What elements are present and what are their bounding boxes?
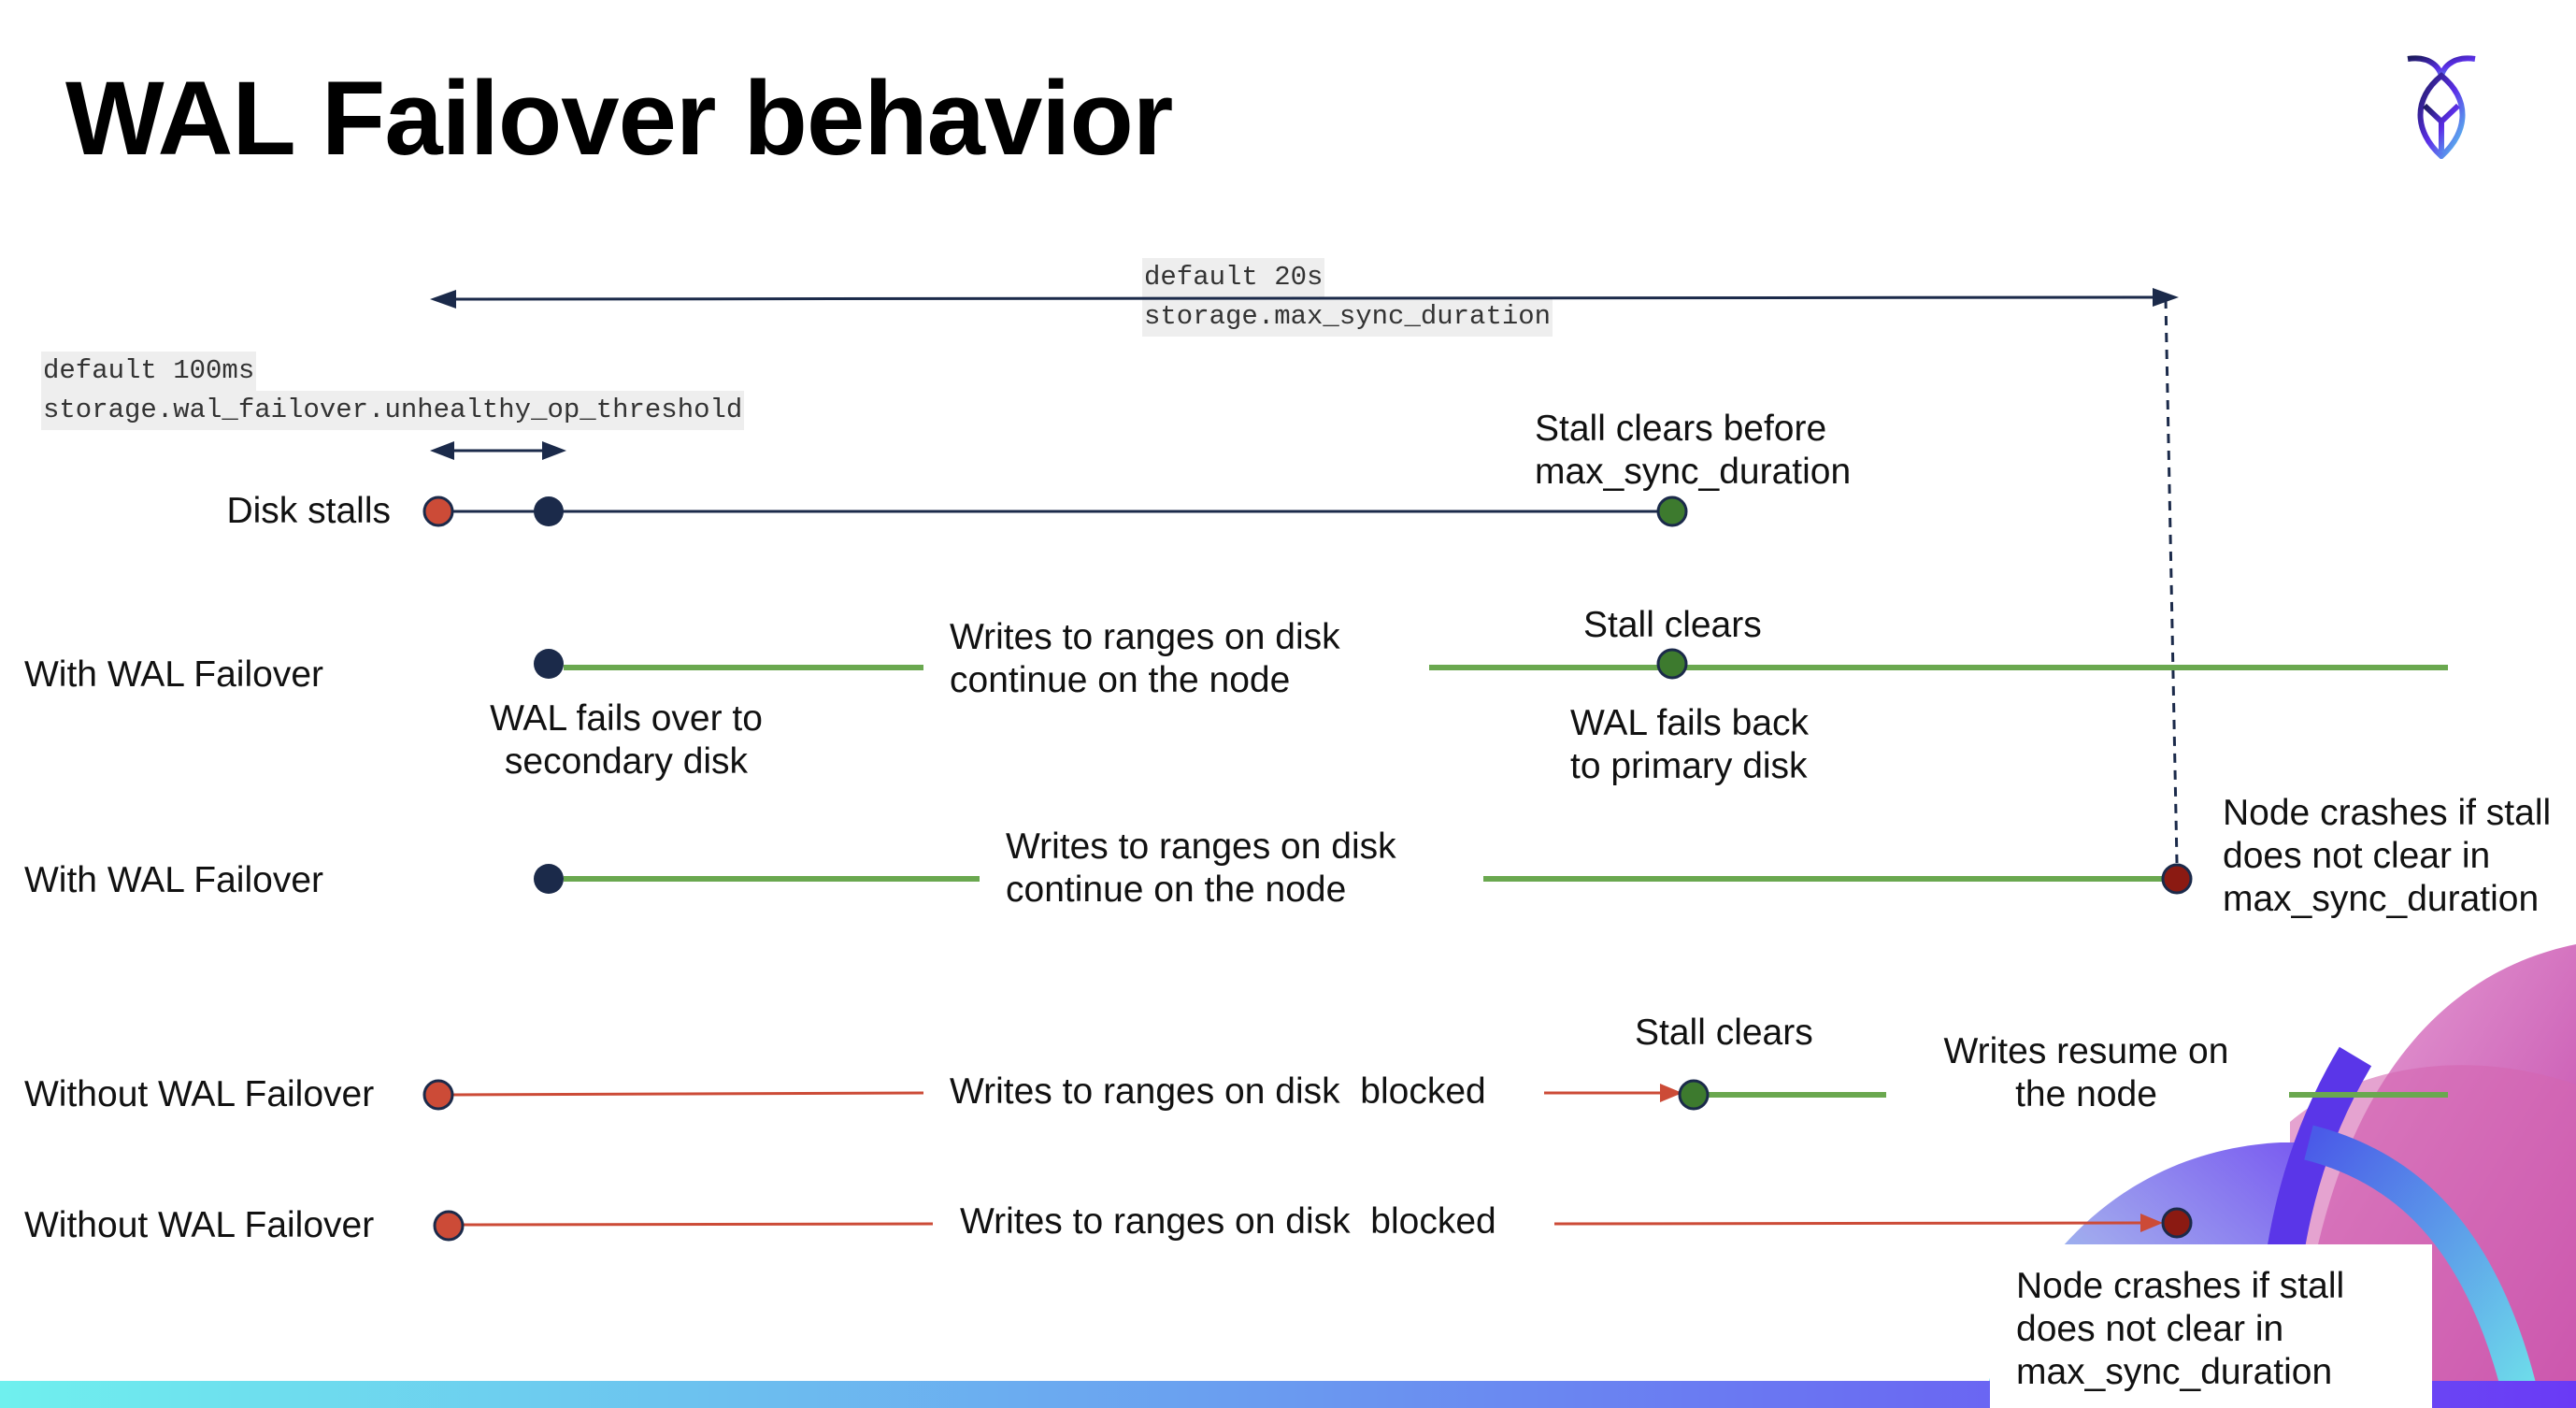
- text-line: WAL fails back: [1570, 703, 1810, 743]
- wal-fails-back-text: WAL fails back to primary disk: [1570, 702, 1809, 788]
- max-sync-duration-arrow: [430, 288, 2179, 309]
- stall-clears-label: Stall clears: [1583, 605, 1762, 645]
- note-line: Stall clears before: [1535, 409, 1827, 449]
- writes-blocked-line: [463, 1222, 934, 1227]
- text-line: max_sync_duration: [2016, 1352, 2333, 1392]
- text-line: to primary disk: [1570, 746, 1808, 786]
- text-line: Writes to ranges on disk: [950, 617, 1340, 657]
- writes-blocked-text: Writes to ranges on disk blocked: [960, 1201, 1496, 1242]
- writes-blocked-line: [451, 1091, 924, 1097]
- cockroachdb-logo-icon: [2407, 55, 2476, 159]
- max-sync-setting: default 20s storage.max_sync_duration: [1142, 258, 1553, 337]
- blocked-arrow: [1553, 1221, 2147, 1226]
- text-line: WAL fails over to: [490, 698, 763, 739]
- text-line: continue on the node: [1006, 869, 1347, 910]
- page-title: WAL Failover behavior: [65, 60, 1173, 177]
- stall-clears-before-note: Stall clears before max_sync_duration: [1535, 408, 1851, 494]
- max-sync-name: storage.max_sync_duration: [1142, 297, 1553, 337]
- row-label-without-failover: Without WAL Failover: [24, 1205, 375, 1245]
- text-line: Writes resume on: [1943, 1031, 2229, 1071]
- node-crash-dot: [2161, 1207, 2193, 1239]
- note-background: [1990, 1244, 2432, 1408]
- text-line: Node crashes if stall: [2016, 1266, 2345, 1306]
- stall-start-dot: [422, 496, 454, 527]
- stall-clears-dot: [1678, 1079, 1710, 1111]
- wal-fails-over-text: WAL fails over to secondary disk: [439, 697, 813, 783]
- failover-dot: [534, 649, 564, 679]
- stall-start-dot: [422, 1079, 454, 1111]
- failover-dot: [534, 864, 564, 894]
- node-crash-note: Node crashes if stall does not clear in …: [2223, 792, 2551, 921]
- text-line: does not clear in: [2223, 836, 2491, 876]
- row-label-with-failover: With WAL Failover: [24, 860, 323, 900]
- max-sync-default: default 20s: [1142, 258, 1325, 297]
- stall-clears-dot: [1656, 496, 1688, 527]
- row-label-disk-stalls: Disk stalls: [226, 491, 391, 531]
- writes-continue-text: Writes to ranges on disk continue on the…: [950, 616, 1340, 702]
- writes-continue-text: Writes to ranges on disk continue on the…: [1006, 826, 1396, 912]
- text-line: Writes to ranges on disk: [1006, 826, 1396, 867]
- writes-resume-text: Writes resume on the node: [1899, 1030, 2273, 1116]
- text-line: secondary disk: [504, 741, 749, 782]
- text-line: max_sync_duration: [2223, 879, 2540, 919]
- stall-clears-dot: [1656, 648, 1688, 680]
- text-line: Node crashes if stall: [2223, 793, 2552, 833]
- unhealthy-op-arrow: [430, 441, 566, 460]
- row-label-without-failover: Without WAL Failover: [24, 1074, 375, 1114]
- text-line: the node: [2015, 1074, 2157, 1114]
- unhealthy-op-setting: default 100ms storage.wal_failover.unhea…: [41, 352, 745, 430]
- node-crash-dot: [2161, 863, 2193, 895]
- stall-clears-label: Stall clears: [1635, 1013, 1813, 1053]
- max-sync-dashed-line: [2164, 298, 2179, 864]
- writes-blocked-text: Writes to ranges on disk blocked: [950, 1071, 1486, 1112]
- text-line: continue on the node: [950, 660, 1291, 700]
- node-crash-note: Node crashes if stall does not clear in …: [2016, 1265, 2344, 1394]
- unhealthy-op-default: default 100ms: [41, 352, 257, 391]
- unhealthy-op-name: storage.wal_failover.unhealthy_op_thresh…: [41, 391, 745, 430]
- failover-threshold-dot: [534, 496, 564, 526]
- note-line: max_sync_duration: [1535, 452, 1852, 492]
- row-label-with-failover: With WAL Failover: [24, 654, 323, 695]
- text-line: does not clear in: [2016, 1309, 2284, 1349]
- stall-start-dot: [433, 1210, 465, 1242]
